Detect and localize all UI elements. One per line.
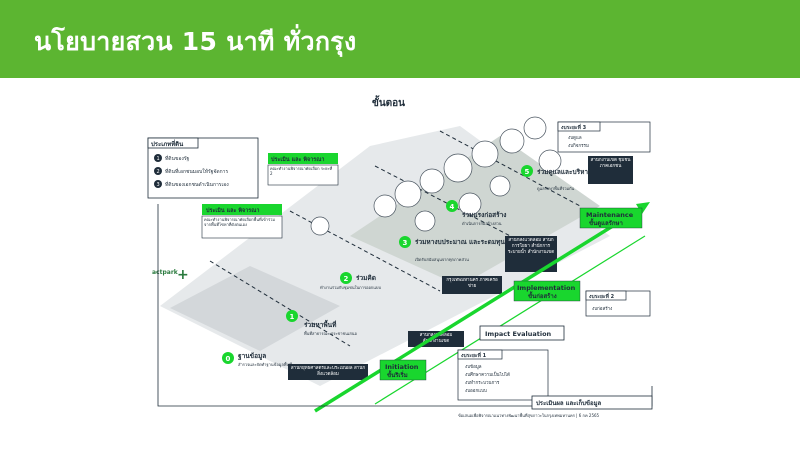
diagram-heading: ขั้นตอน [372, 95, 405, 109]
land-type-item: 1 ที่ดินของรัฐ [154, 154, 190, 162]
step-sub: ดูแลรักษาพื้นที่ร่วมกัน [537, 184, 575, 192]
budget-panel-1: งบระยะที่ 1 งบข้อมูล งบศึกษาความเป็นไปได… [457, 349, 549, 401]
phase-initiation: Initiation ขั้นริเริ่ม [379, 359, 427, 381]
agency-text: สำนักสิ่งแวดล้อม สำนักการโยธา สำนักการระ… [507, 238, 555, 255]
agency-box: สำนักสิ่งแวดล้อม สำนักงานเขต [408, 331, 464, 347]
evaluation-bar: ประเมินผล และเก็บข้อมูล [157, 204, 653, 410]
process-diagram: ขั้นตอน ประเภทที่ดิน 1 ที่ดินของรัฐ 2 ที… [140, 86, 660, 421]
land-types-title: ประเภทที่ดิน [151, 139, 184, 148]
arrow-head [636, 202, 650, 214]
phase-maintenance: Maintenance ขั้นดูแลรักษา [579, 207, 643, 229]
footer-note: ข้อเสนอเพื่อพิจารณาแนวทางพัฒนาพื้นที่สุข… [458, 411, 600, 419]
svg-text:+: + [177, 267, 189, 283]
impact-label: Impact Evaluation [485, 330, 552, 338]
progress-arrow [314, 204, 646, 413]
step-sub: ดำเนินการก่อสร้างสวน [462, 221, 502, 226]
review-text-2: คณะทำงานพิจารณาคัดเลือก ระยะที่ 2 [270, 166, 333, 176]
land-type-num: 3 [157, 182, 160, 188]
step-num: 4 [450, 203, 455, 211]
budget-title: งบระยะที่ 2 [589, 292, 615, 300]
land-types-panel: ประเภทที่ดิน 1 ที่ดินของรัฐ 2 ที่ดินที่เ… [147, 137, 259, 199]
review-text-1: คณะทำงานพิจารณาคัดเลือกพื้นที่เข้าร่วม จ… [204, 217, 275, 227]
agency-box: กรุงเทพมหานคร ภาคีเครือข่าย [442, 276, 502, 294]
budget-item: งบข้อมูล [465, 364, 482, 370]
step-2: 2 ร่วมคิด ทำงานร่วมกับชุมชนในการออกแบบ [320, 272, 381, 291]
agency-text: สำนักงานเขต ชุมชน ภาคเอกชน [590, 158, 631, 169]
land-type-text: ที่ดินของรัฐ [165, 155, 190, 162]
agency-text: สำนักยุทธศาสตร์และประเมินผล สำนักสิ่งแวด… [290, 366, 366, 377]
evaluation-label: ประเมินผล และเก็บข้อมูล [536, 398, 602, 408]
actpark-logo: actpark + [152, 267, 189, 283]
budget-title: งบระยะที่ 1 [461, 351, 487, 359]
budget-item: งบก่อสร้าง [592, 306, 612, 312]
review-box-2: ประเมิน และ พิจารณา คณะทำงานพิจารณาคัดเล… [267, 153, 339, 186]
step-title: ร่วมแรงก่อสร้าง [462, 210, 506, 219]
agency-box: สำนักงานเขต ชุมชน ภาคเอกชน [588, 156, 633, 184]
step-num: 2 [344, 275, 349, 283]
step-sub: เปิดรับสนับสนุนจากทุกภาคส่วน [415, 257, 469, 263]
phase-th: ขั้นริเริ่ม [387, 369, 408, 379]
step-title: ร่วมหางบประมาณ และระดมทุน [415, 238, 505, 246]
budget-item: งบออกแบบ [465, 389, 487, 394]
budget-item: งบศึกษาความเป็นไปได้ [465, 370, 510, 378]
land-type-item: 2 ที่ดินที่เอกชนมอบให้รัฐจัดการ [154, 167, 228, 175]
step-3: 3 ร่วมหางบประมาณ และระดมทุน เปิดรับสนับส… [399, 236, 505, 263]
step-title: ร่วมดูแลและบริหารจัดการ [537, 168, 611, 177]
budget-item: งบดูแล [568, 136, 582, 141]
step-4: 4 ร่วมแรงก่อสร้าง ดำเนินการก่อสร้างสวน [446, 200, 506, 226]
land-type-text: ที่ดินของเอกชนดำเนินการเอง [165, 181, 229, 188]
agency-text: กรุงเทพมหานคร ภาคีเครือข่าย [446, 278, 498, 289]
review-box-1: ประเมิน และ พิจารณา คณะทำงานพิจารณาคัดเล… [201, 204, 283, 239]
land-type-item: 3 ที่ดินของเอกชนดำเนินการเอง [154, 180, 229, 188]
budget-panel-2: งบระยะที่ 2 งบก่อสร้าง [585, 290, 651, 317]
budget-item: งบทำกระบวนการ [465, 379, 500, 386]
step-1: 1 ร่วมหาพื้นที่ พื้นที่สาธารณะ ประชาชนเส… [286, 310, 357, 336]
title-banner: นโยบายสวน 15 นาที ทั่วกรุง [0, 0, 800, 78]
slide-title: นโยบายสวน 15 นาที ทั่วกรุง [34, 27, 357, 56]
budget-panel-3: งบระยะที่ 3 งบดูแล งบกิจกรรม [557, 121, 651, 153]
review-label-2: ประเมิน และ พิจารณา [271, 155, 324, 163]
land-type-num: 1 [157, 156, 160, 162]
budget-item: งบกิจกรรม [568, 143, 589, 149]
step-sub: พื้นที่สาธารณะ ประชาชนเสนอ [304, 329, 358, 336]
step-num: 0 [226, 355, 231, 363]
ground-grid [170, 266, 340, 351]
agency-box: สำนักยุทธศาสตร์และประเมินผล สำนักสิ่งแวด… [288, 364, 368, 380]
step-5: 5 ร่วมดูแลและบริหารจัดการ ดูแลรักษาพื้นท… [521, 165, 611, 192]
phase-th: ขั้นดูแลรักษา [589, 217, 623, 228]
impact-evaluation: Impact Evaluation [479, 325, 565, 341]
step-num: 3 [403, 239, 408, 247]
phase-th: ขั้นก่อสร้าง [528, 290, 557, 300]
review-label-1: ประเมิน และ พิจารณา [206, 206, 259, 214]
land-type-num: 2 [157, 169, 160, 175]
step-num: 1 [290, 313, 295, 321]
phase-en: Initiation [385, 363, 419, 371]
phase-implementation: Implementation ขั้นก่อสร้าง [513, 280, 581, 302]
trees [310, 116, 562, 236]
logo-text: actpark [152, 269, 179, 276]
step-sub: สำรวจและจัดทำฐานข้อมูลพื้นที่ [238, 360, 292, 368]
step-num: 5 [525, 168, 530, 176]
step-sub: ทำงานร่วมกับชุมชนในการออกแบบ [320, 285, 381, 291]
land-type-text: ที่ดินที่เอกชนมอบให้รัฐจัดการ [165, 168, 228, 175]
step-title: ร่วมหาพื้นที่ [304, 319, 336, 329]
step-title: ร่วมคิด [356, 274, 376, 282]
step-title: ฐานข้อมูล [238, 351, 266, 361]
phase-en: Implementation [517, 284, 576, 292]
phase-en: Maintenance [586, 211, 634, 219]
budget-title: งบระยะที่ 3 [561, 123, 587, 131]
step-0: 0 ฐานข้อมูล สำรวจและจัดทำฐานข้อมูลพื้นที… [222, 351, 292, 368]
